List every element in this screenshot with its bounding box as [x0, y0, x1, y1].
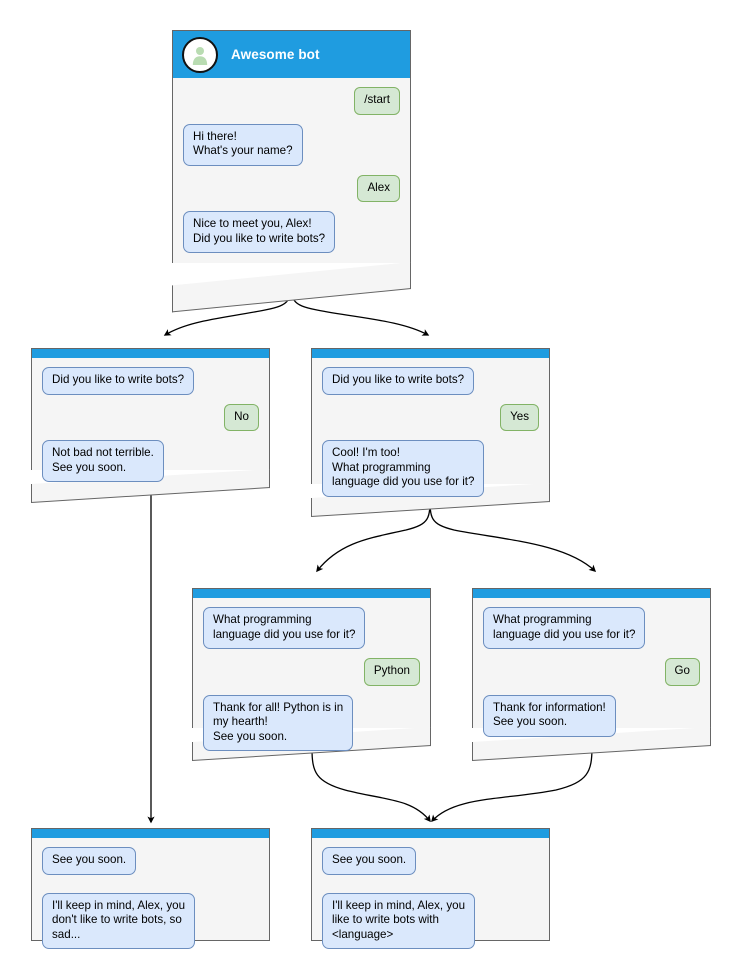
- message-row: Yes: [322, 403, 539, 431]
- message-row: Did you like to write bots?: [42, 367, 259, 395]
- message-row: Alex: [183, 174, 400, 202]
- bot-message-bubble: Nice to meet you, Alex! Did you like to …: [183, 211, 336, 253]
- message-spacer: [322, 884, 539, 893]
- node-yes-branch[interactable]: Did you like to write bots? Yes Cool! I'…: [311, 348, 550, 518]
- node-yes-branch-header: [312, 349, 549, 358]
- bot-message-bubble: Did you like to write bots?: [322, 367, 475, 395]
- message-row: Nice to meet you, Alex! Did you like to …: [183, 211, 400, 253]
- bot-message-bubble: I'll keep in mind, Alex, you don't like …: [42, 892, 196, 949]
- user-message-bubble: Python: [363, 658, 420, 686]
- bot-message-bubble: What programming language did you use fo…: [203, 607, 366, 649]
- bot-message-bubble: Not bad not terrible. See you soon.: [42, 440, 164, 482]
- message-row: Not bad not terrible. See you soon.: [42, 440, 259, 482]
- message-row: See you soon.: [42, 847, 259, 875]
- bot-message-bubble: See you soon.: [322, 847, 417, 875]
- message-row: /start: [183, 87, 400, 115]
- node-root-skew-edge: [172, 262, 411, 313]
- message-row: I'll keep in mind, Alex, you don't like …: [42, 892, 259, 949]
- node-end-yes[interactable]: See you soon. I'll keep in mind, Alex, y…: [311, 828, 550, 949]
- node-end-no-header: [32, 829, 269, 838]
- user-message-bubble: Alex: [357, 174, 400, 202]
- message-row: Thank for all! Python is in my hearth! S…: [203, 694, 420, 751]
- node-end-yes-chat: See you soon. I'll keep in mind, Alex, y…: [312, 838, 549, 961]
- bot-message-bubble: Did you like to write bots?: [42, 367, 195, 395]
- node-end-yes-header: [312, 829, 549, 838]
- node-go-branch[interactable]: What programming language did you use fo…: [472, 588, 711, 762]
- message-row: What programming language did you use fo…: [483, 607, 700, 649]
- node-go-branch-chat: What programming language did you use fo…: [473, 598, 710, 749]
- node-root[interactable]: Awesome bot /start Hi there! What's your…: [172, 30, 411, 313]
- node-yes-branch-chat: Did you like to write bots? Yes Cool! I'…: [312, 358, 549, 509]
- node-root-chat: /start Hi there! What's your name? Alex …: [173, 78, 410, 265]
- bot-message-bubble: Cool! I'm too! What programming language…: [322, 440, 485, 497]
- message-row: Python: [203, 658, 420, 686]
- bot-message-bubble: Hi there! What's your name?: [183, 123, 303, 166]
- message-row: Cool! I'm too! What programming language…: [322, 440, 539, 497]
- node-python-branch-header: [193, 589, 430, 598]
- node-no-branch-chat: Did you like to write bots? No Not bad n…: [32, 358, 269, 494]
- user-message-bubble: Yes: [500, 403, 539, 431]
- node-python-branch[interactable]: What programming language did you use fo…: [192, 588, 431, 762]
- message-row: No: [42, 403, 259, 431]
- node-end-no-chat: See you soon. I'll keep in mind, Alex, y…: [32, 838, 269, 961]
- user-message-bubble: Go: [664, 658, 700, 686]
- message-row: Hi there! What's your name?: [183, 123, 400, 166]
- node-no-branch-header: [32, 349, 269, 358]
- node-end-no[interactable]: See you soon. I'll keep in mind, Alex, y…: [31, 828, 270, 949]
- message-row: What programming language did you use fo…: [203, 607, 420, 649]
- node-go-branch-header: [473, 589, 710, 598]
- user-message-bubble: No: [224, 403, 259, 431]
- person-avatar-icon: [182, 36, 218, 73]
- bot-message-bubble: Thank for information! See you soon.: [483, 694, 616, 737]
- bot-message-bubble: What programming language did you use fo…: [483, 607, 646, 649]
- message-row: I'll keep in mind, Alex, you like to wri…: [322, 892, 539, 949]
- bot-message-bubble: I'll keep in mind, Alex, you like to wri…: [322, 892, 476, 949]
- node-python-branch-chat: What programming language did you use fo…: [193, 598, 430, 763]
- message-row: Thank for information! See you soon.: [483, 694, 700, 737]
- user-message-bubble: /start: [354, 87, 400, 115]
- message-row: See you soon.: [322, 847, 539, 875]
- bot-message-bubble: See you soon.: [42, 847, 137, 875]
- node-root-header: Awesome bot: [173, 31, 410, 78]
- message-spacer: [42, 884, 259, 893]
- bot-message-bubble: Thank for all! Python is in my hearth! S…: [203, 694, 354, 751]
- bot-title: Awesome bot: [231, 47, 320, 62]
- node-no-branch[interactable]: Did you like to write bots? No Not bad n…: [31, 348, 270, 504]
- message-row: Did you like to write bots?: [322, 367, 539, 395]
- message-row: Go: [483, 658, 700, 686]
